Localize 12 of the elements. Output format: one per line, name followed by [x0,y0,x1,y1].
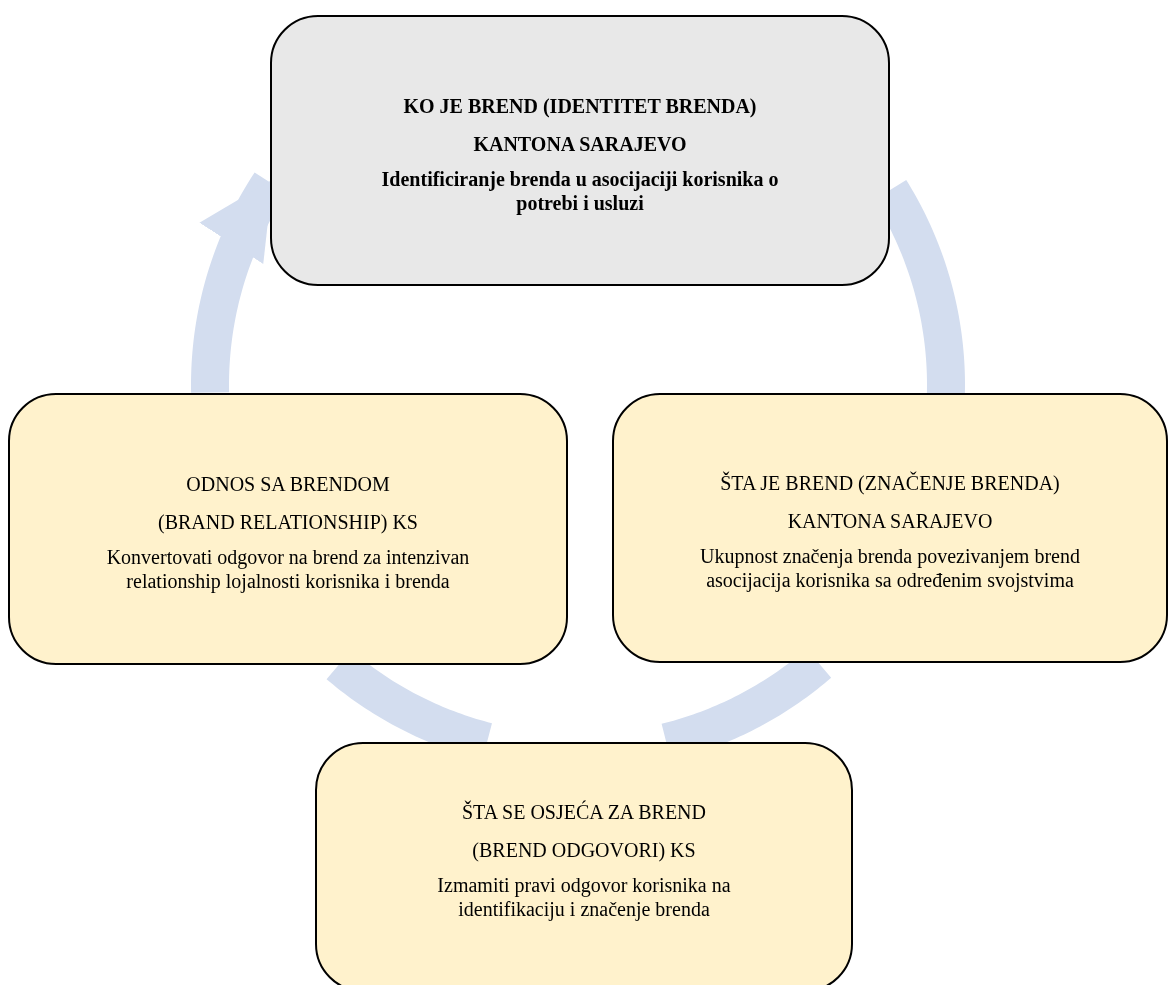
box-heading: KO JE BREND (IDENTITET BRENDA) KANTONA SARAJEVO [402,93,758,157]
rounded-box [612,393,1168,663]
rounded-box [8,393,568,665]
box-description: Ukupnost značenja brenda povezivanjem brend asocijacija korisnika sa određenim svojstvima [699,544,1081,592]
rounded-box [315,742,853,985]
box-heading: ODNOS SA BRENDOM (BRAND RELATIONSHIP) KS [157,472,419,536]
box-description: Identificiranje brenda u asocijaciji korisnika o potrebi i usluzi [380,166,780,215]
box-description: Izmamiti pravi odgovor korisnika na identifikaciju i značenje brenda [436,873,732,921]
box-heading: ŠTA JE BREND (ZNAČENJE BRENDA) KANTONA SARAJEVO [719,470,1061,534]
box-heading: ŠTA SE OSJEĆA ZA BREND (BREND ODGOVORI) KS [461,799,707,864]
box-description: Konvertovati odgovor na brend za intenzivan relationship lojalnosti korisnika i brenda [105,545,471,593]
rounded-box [270,15,890,286]
